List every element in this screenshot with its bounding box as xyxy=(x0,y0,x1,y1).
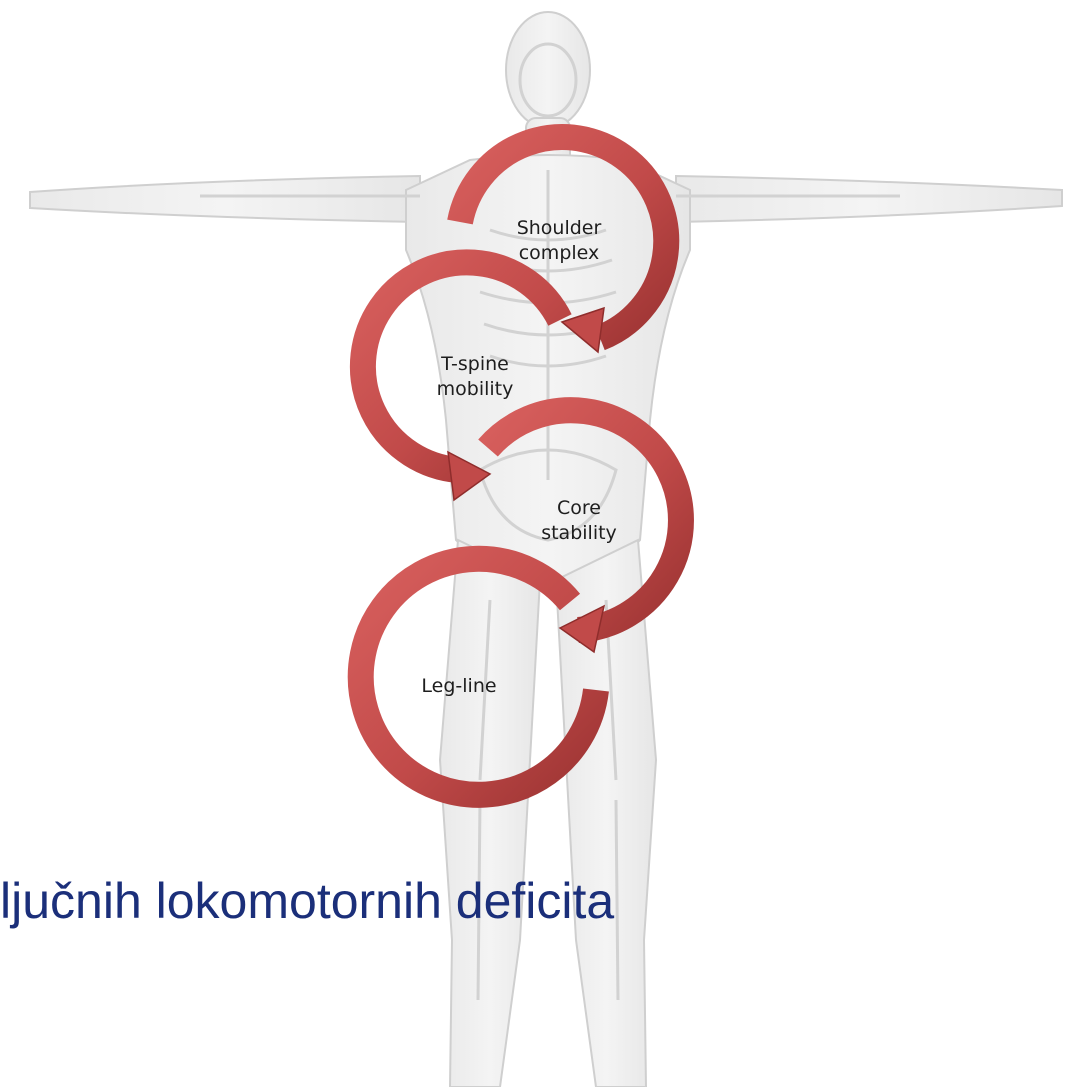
label-shoulder-complex: Shoulder complex xyxy=(484,216,634,266)
caption-text: ljučnih lokomotornih deficita xyxy=(0,872,614,930)
label-leg-line: Leg-line xyxy=(384,674,534,699)
label-core-line2: stability xyxy=(504,521,654,546)
label-t-spine-line1: T-spine xyxy=(400,352,550,377)
label-t-spine-line2: mobility xyxy=(400,377,550,402)
label-shoulder-line2: complex xyxy=(484,241,634,266)
label-leg-line1: Leg-line xyxy=(384,674,534,699)
label-core-stability: Core stability xyxy=(504,496,654,546)
label-t-spine-mobility: T-spine mobility xyxy=(400,352,550,402)
label-core-line1: Core xyxy=(504,496,654,521)
label-shoulder-line1: Shoulder xyxy=(484,216,634,241)
